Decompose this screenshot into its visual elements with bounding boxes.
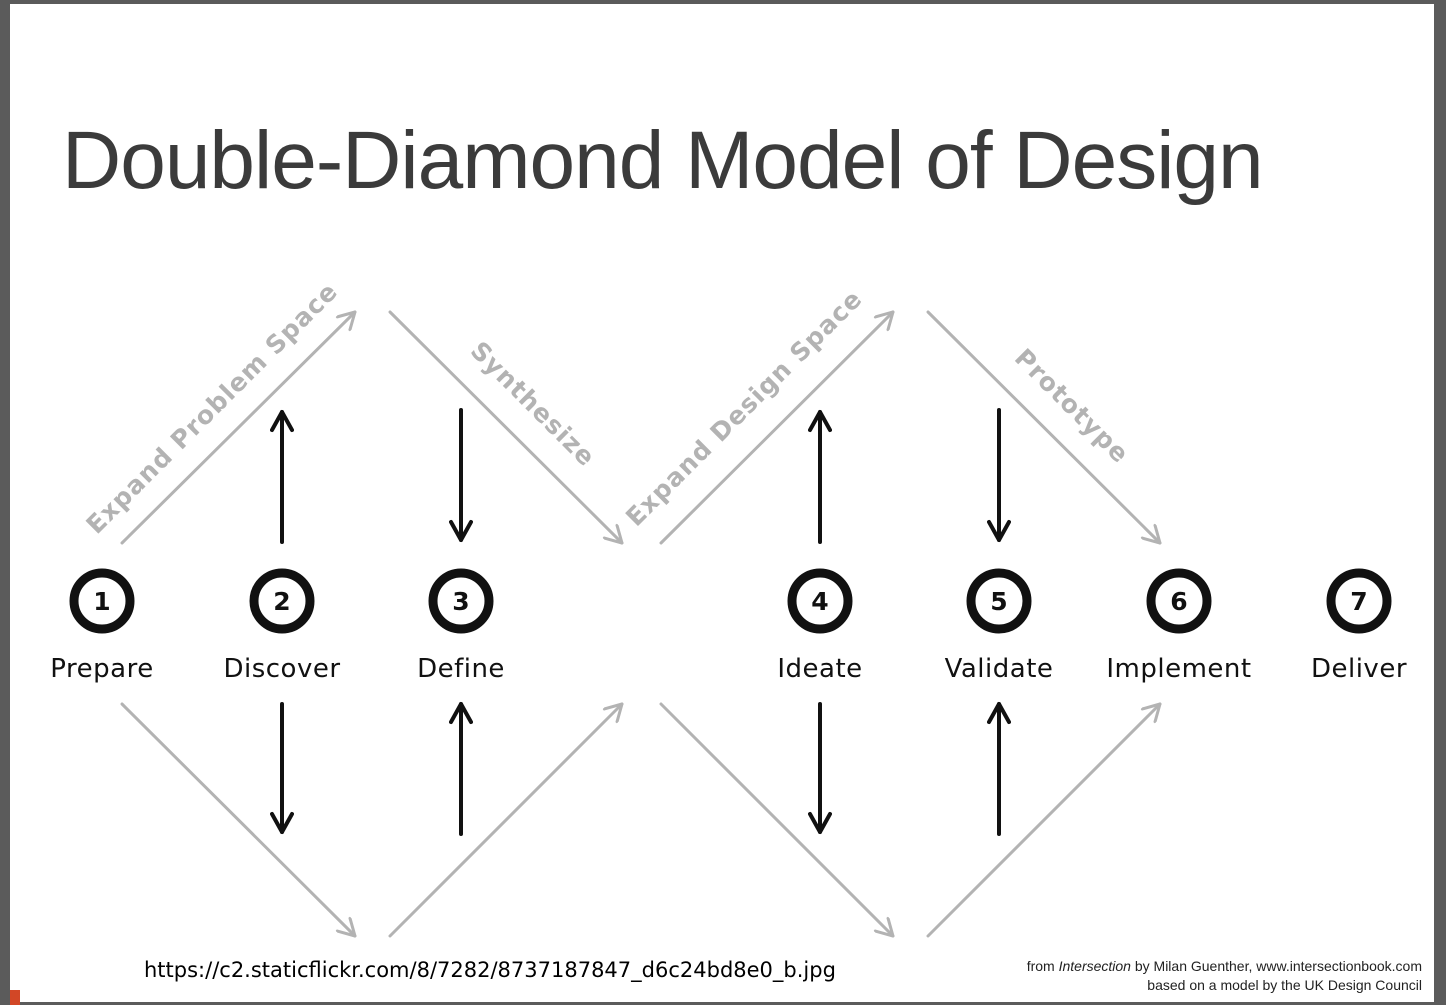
diamond2-upper-left-arrow [659, 310, 895, 545]
phase-label-expand-problem-space: Expand Problem Space [80, 276, 343, 539]
step-2-number: 2 [273, 587, 290, 616]
credit-line-1: from Intersection by Milan Guenther, www… [1027, 957, 1422, 976]
slide: Double-Diamond Model of Design Expand Pr… [10, 4, 1434, 1002]
credit-from: from [1026, 958, 1059, 974]
step-7-circle [1326, 568, 1392, 634]
credit-line-2: based on a model by the UK Design Counci… [1147, 977, 1422, 993]
diamond2-lower-right-arrow [926, 702, 1162, 938]
phase-label-prototype: Prototype [1009, 343, 1135, 469]
step-3: 3 Define [417, 568, 505, 684]
step-1-label: Prepare [50, 654, 153, 684]
diamond1-lower-right-arrow [388, 702, 624, 938]
step-3-number: 3 [452, 587, 469, 616]
step-2-circle [249, 568, 315, 634]
phase-label-synthesize: Synthesize [465, 336, 601, 472]
step-6-label: Implement [1106, 654, 1251, 684]
step-4-circle [787, 568, 853, 634]
step-4-number: 4 [811, 587, 828, 616]
step-2-label: Discover [223, 654, 340, 684]
step-4: 4 Ideate [777, 568, 862, 684]
step-1: 1 Prepare [50, 568, 153, 684]
image-credit: from Intersection by Milan Guenther, www… [1027, 957, 1422, 995]
diamond2-upper-right-arrow [926, 310, 1162, 545]
source-url: https://c2.staticflickr.com/8/7282/87371… [144, 958, 836, 982]
step-5: 5 Validate [945, 568, 1054, 684]
credit-book-title: Intersection [1058, 958, 1131, 974]
step-1-circle [69, 568, 135, 634]
slide-title: Double-Diamond Model of Design [62, 115, 1264, 206]
step-6: 6 Implement [1106, 568, 1251, 684]
step-5-label: Validate [945, 654, 1054, 684]
diamond1-upper-right-arrow [388, 310, 624, 545]
diamond1-lower-left-arrow [120, 702, 357, 938]
credit-author-site: by Milan Guenther, www.intersectionbook.… [1130, 958, 1422, 974]
step-3-label: Define [417, 654, 505, 684]
diamond2-lower-left-arrow [659, 702, 895, 938]
step-3-circle [428, 568, 494, 634]
step-5-number: 5 [990, 587, 1007, 616]
diamond1-upper-left-arrow [120, 310, 357, 545]
step-7-label: Deliver [1311, 654, 1407, 684]
phase-label-expand-design-space: Expand Design Space [620, 284, 868, 532]
step-6-circle [1146, 568, 1212, 634]
slide-accent-mark [10, 990, 20, 1005]
step-7-number: 7 [1350, 587, 1367, 616]
step-6-number: 6 [1170, 587, 1187, 616]
step-1-number: 1 [93, 587, 110, 616]
step-2: 2 Discover [223, 568, 340, 684]
step-5-circle [966, 568, 1032, 634]
step-4-label: Ideate [777, 654, 862, 684]
step-7: 7 Deliver [1311, 568, 1407, 684]
double-diamond-diagram: Expand Problem Space Synthesize Expand D… [50, 276, 1407, 938]
